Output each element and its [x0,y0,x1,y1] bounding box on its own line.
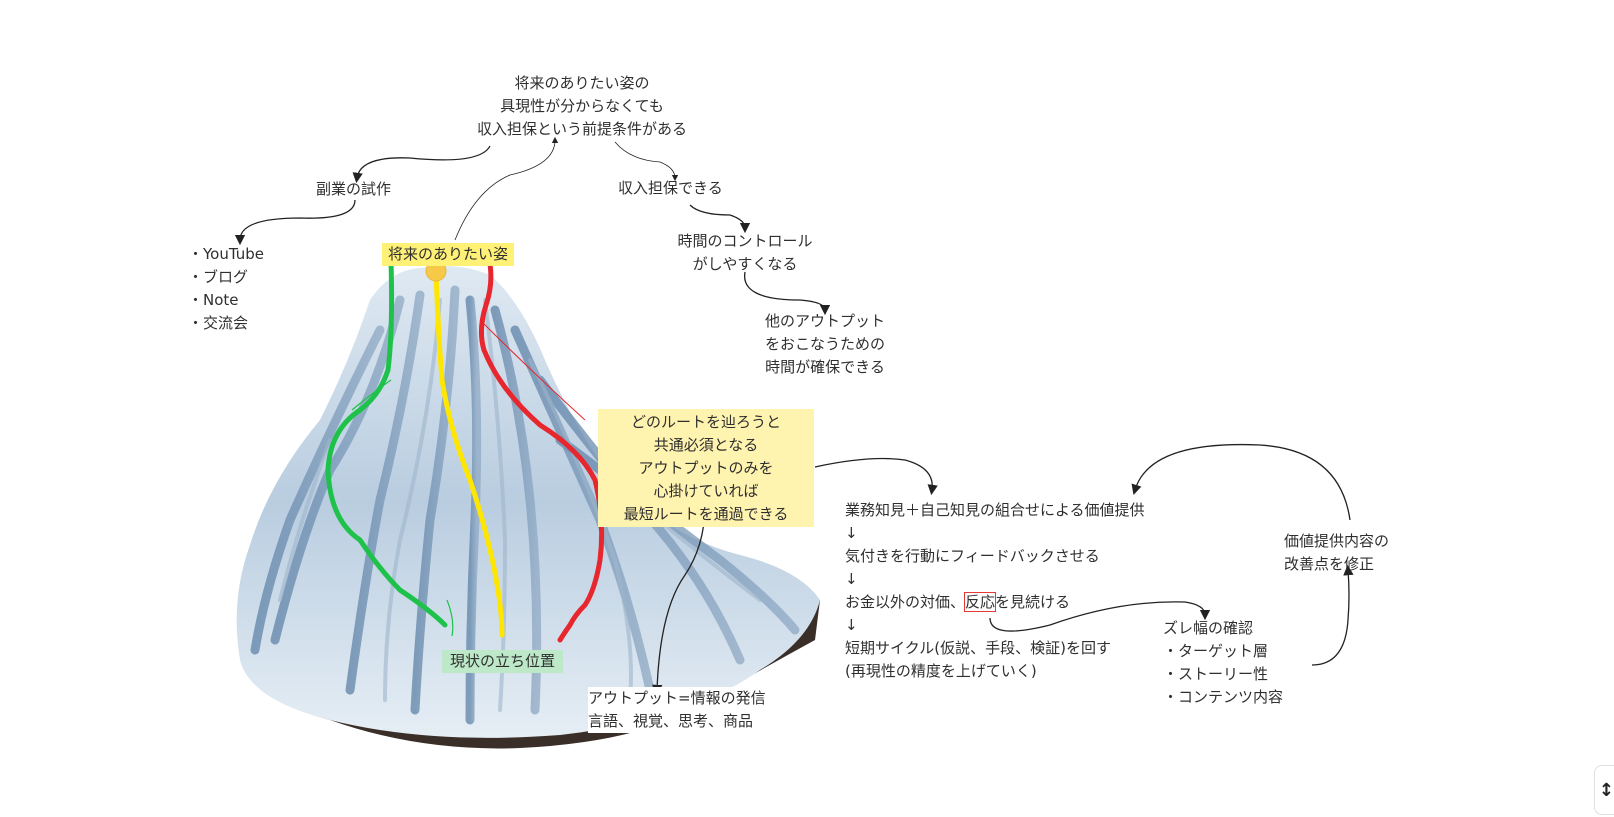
route-note-line-2: 共通必須となる [653,436,759,454]
route-note-line-5: 最短ルートを通過できる [623,505,789,523]
time-control-text[interactable]: 時間のコントロール がしやすくなる [665,230,825,276]
flow-step-4-sub: (再現性の精度を上げていく) [845,662,1037,680]
resize-vertical-icon[interactable]: ↕ [1594,765,1614,815]
flow-arrow: ↓ [845,570,858,588]
top-goal-line-2: 具現性が分からなくても [500,97,664,115]
time-control-line-2: がしやすくなる [692,255,798,273]
route-note-sticky[interactable]: どのルートを辿ろうと 共通必須となる アウトプットのみを 心掛けていれば 最短ル… [598,409,814,527]
flow-step-3: お金以外の対価、反応を見続ける [845,591,1145,614]
list-item: ・ブログ [188,268,249,286]
summit-label[interactable]: 将来のありたい姿 [382,243,515,266]
list-item: ・ターゲット層 [1163,642,1269,660]
flow-step-4: 短期サイクル(仮説、手段、検証)を回す [845,639,1111,657]
other-output-text[interactable]: 他のアウトプット をおこなうための 時間が確保できる [750,310,900,379]
list-item: ・コンテンツ内容 [1163,688,1284,706]
flow-steps[interactable]: 業務知見＋自己知見の組合せによる価値提供 ↓ 気付きを行動にフィードバックさせる… [845,499,1145,683]
flow-step-3-post: を見続ける [995,593,1071,611]
side-job-title[interactable]: 副業の試作 [316,180,392,198]
output-definition-text[interactable]: アウトプット=情報の発信 言語、視覚、思考、商品 [588,687,766,733]
list-item: ・YouTube [188,245,264,263]
route-note-line-3: アウトプットのみを [638,459,774,477]
route-note-line-1: どのルートを辿ろうと [630,413,781,431]
top-goal-line-3: 収入担保という前提条件がある [476,120,687,138]
improve-line-2: 改善点を修正 [1284,555,1375,573]
top-goal-text[interactable]: 将来のありたい姿の 具現性が分からなくても 収入担保という前提条件がある [462,72,702,141]
gap-check-block[interactable]: ズレ幅の確認 ・ターゲット層 ・ストーリー性 ・コンテンツ内容 [1163,617,1283,709]
gap-check-title: ズレ幅の確認 [1163,619,1254,637]
flow-step-3-pre: お金以外の対価、 [845,593,966,611]
list-item: ・ストーリー性 [1163,665,1269,683]
reaction-highlight: 反応 [964,592,997,612]
flow-arrow: ↓ [845,616,858,634]
income-label[interactable]: 収入担保できる [618,179,723,197]
time-control-line-1: 時間のコントロール [677,232,813,250]
list-item: ・交流会 [188,314,249,332]
base-label[interactable]: 現状の立ち位置 [442,650,564,673]
side-job-list[interactable]: ・YouTube ・ブログ ・Note ・交流会 [188,243,264,335]
improve-block[interactable]: 価値提供内容の 改善点を修正 [1284,530,1389,576]
output-def-line-1: アウトプット=情報の発信 [588,689,766,707]
output-def-line-2: 言語、視覚、思考、商品 [588,712,754,730]
other-output-line-1: 他のアウトプット [764,312,885,330]
flow-arrow: ↓ [845,524,858,542]
other-output-line-3: 時間が確保できる [765,358,885,376]
top-goal-line-1: 将来のありたい姿の [514,74,650,92]
list-item: ・Note [188,291,239,309]
flow-step-1: 業務知見＋自己知見の組合せによる価値提供 [845,501,1145,519]
route-note-line-4: 心掛けていれば [653,482,759,500]
improve-line-1: 価値提供内容の [1284,532,1390,550]
other-output-line-2: をおこなうための [764,335,885,353]
flow-step-2: 気付きを行動にフィードバックさせる [845,547,1100,565]
